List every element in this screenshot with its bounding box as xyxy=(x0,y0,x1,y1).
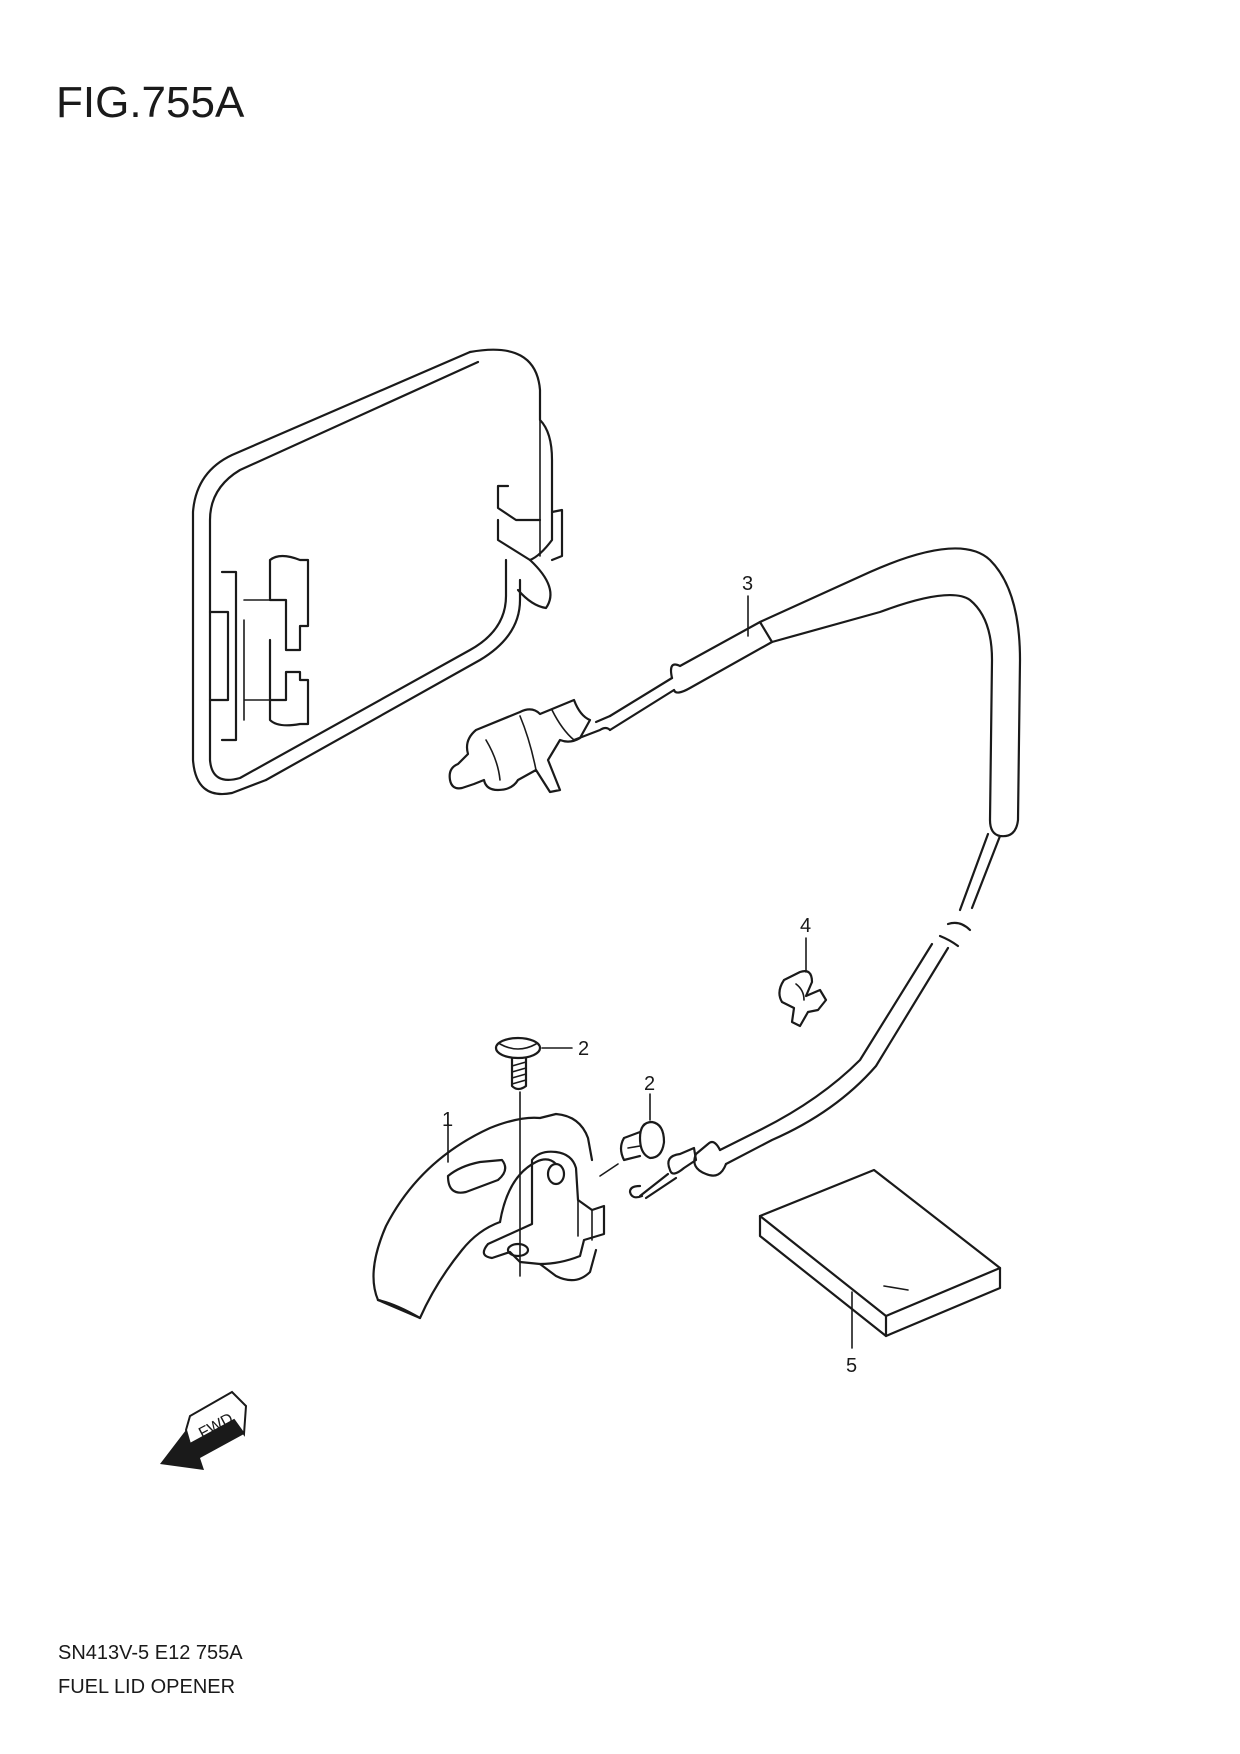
callout-2-bushing: 2 xyxy=(644,1073,655,1095)
callout-4: 4 xyxy=(800,915,811,937)
callout-5: 5 xyxy=(846,1355,857,1377)
callout-2-screw: 2 xyxy=(578,1038,589,1060)
callout-leaders xyxy=(447,595,853,1349)
callout-3: 3 xyxy=(742,573,753,595)
cable-clip xyxy=(778,970,828,1028)
instruction-label xyxy=(758,1168,1002,1338)
fuel-lid-door xyxy=(191,348,564,796)
callout-1: 1 xyxy=(442,1109,453,1131)
fwd-arrow-icon: FWD xyxy=(160,1390,248,1470)
bushing xyxy=(599,1120,666,1177)
screw xyxy=(494,1036,542,1277)
fuel-lid-cable xyxy=(448,547,1022,1200)
figure-name: FUEL LID OPENER xyxy=(58,1676,236,1698)
opener-lever xyxy=(372,1112,606,1320)
figure-title: FIG.755A xyxy=(56,78,245,127)
figure-code: SN413V-5 E12 755A xyxy=(58,1642,243,1664)
